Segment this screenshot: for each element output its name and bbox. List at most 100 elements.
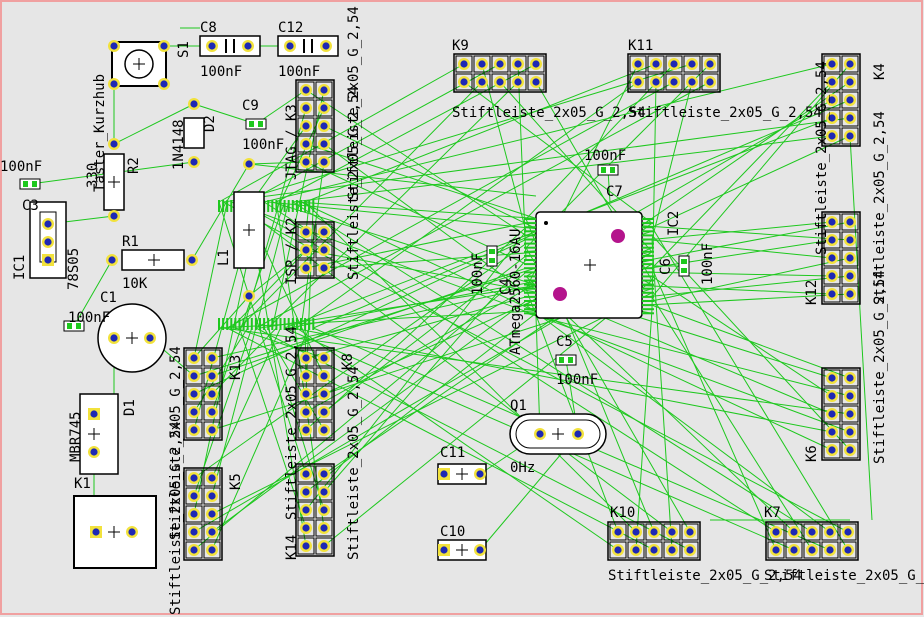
trace-k7 [651, 267, 777, 551]
header-k4-pin-frame [823, 55, 841, 73]
header-k5-pin-drill [208, 492, 216, 500]
label-c8-value: 100nF [200, 64, 242, 80]
header-k6-pin-frame [841, 441, 859, 459]
header-k5-pin-drill [208, 528, 216, 536]
trace-k13 [211, 201, 286, 413]
header-k9-pin-drill [460, 78, 468, 86]
cap-c6-pad [681, 259, 687, 264]
header-k9-pin-frame [509, 73, 527, 91]
label-q1-value: 0Hz [510, 460, 535, 476]
header-k8-pin-frame [297, 421, 315, 439]
ic2-lead [295, 318, 298, 330]
label-ic1-value: 78S05 [66, 248, 82, 290]
header-k6-pin-frame [841, 423, 859, 441]
ic2-lead [263, 318, 266, 330]
ic2-lead [312, 200, 315, 212]
header-k8-pin-drill [302, 372, 310, 380]
label-k14-value: Stiftleiste_2x05_G_2,54 [346, 366, 362, 560]
ic2-lead [300, 200, 302, 212]
header-k2-pin-frame [315, 241, 333, 259]
label-c7-value: 100nF [584, 148, 626, 164]
header-k9-pin-frame [455, 55, 473, 73]
header-k10-pin-drill [632, 528, 640, 536]
header-k5-pin-drill [190, 528, 198, 536]
cap-c7-pad [601, 167, 606, 173]
label-ic2: IC2 [666, 211, 682, 236]
trace-r1-c1 [73, 259, 113, 327]
ic2-lead [226, 200, 229, 212]
header-k13-pin-frame [203, 367, 221, 385]
header-k14-pin-drill [302, 506, 310, 514]
cap-c9-pad [249, 121, 254, 127]
header-k4-pin-frame [823, 73, 841, 91]
header-k14-pin-frame [315, 537, 333, 555]
trace-k10 [525, 288, 619, 533]
header-k10-pin-frame [663, 541, 681, 559]
header-k12-pin-frame [841, 267, 859, 285]
ic2-lead [642, 291, 654, 294]
trace-k10 [304, 201, 637, 533]
header-k11-pin-frame [701, 73, 719, 91]
header-k4-pin-frame [841, 73, 859, 91]
header-k14-pin-frame [315, 501, 333, 519]
header-k5-pin-frame [203, 469, 221, 487]
cap-c9 [245, 118, 267, 130]
header-k11-outline [627, 53, 721, 93]
ic2-lead [642, 246, 654, 249]
header-k2-pin-frame [297, 223, 315, 241]
header-k10-pin-drill [650, 546, 658, 554]
header-k8-pin-frame [315, 349, 333, 367]
header-k3-pin-drill [302, 140, 310, 148]
trace-k11 [226, 81, 675, 329]
trace-vcc [248, 163, 537, 197]
ic2-lead [642, 218, 654, 220]
header-k13-pin-frame [203, 421, 221, 439]
header-k7-pin-frame [803, 523, 821, 541]
header-k7-pin-drill [808, 528, 816, 536]
header-k3-pin-frame [297, 99, 315, 117]
ic2-lead [524, 246, 536, 249]
cap-c12-pad-drill [286, 42, 294, 50]
header-k4-pin-drill [828, 60, 836, 68]
header-k7-pin-drill [772, 546, 780, 554]
header-k9-pin-frame [527, 73, 545, 91]
c1-pad-drill [110, 334, 118, 342]
label-c4: C4 [498, 278, 514, 295]
header-k12-pin-drill [828, 272, 836, 280]
header-k11-pin-drill [706, 60, 714, 68]
trace-k11 [235, 63, 693, 203]
trace-k14 [323, 280, 653, 547]
header-k6-outline [821, 367, 861, 461]
trace-k6 [651, 304, 851, 379]
header-k5-outline [183, 467, 223, 561]
label-k1: K1 [74, 476, 91, 492]
header-k4-pin-frame [841, 91, 859, 109]
ic2-lead [222, 318, 225, 330]
header-k12-pin-frame [823, 213, 841, 231]
header-k10-pin-frame [645, 523, 663, 541]
header-k9-pin-drill [496, 78, 504, 86]
trace-k9 [276, 63, 537, 203]
label-c10: C10 [440, 524, 465, 540]
header-k14-pin-frame [315, 519, 333, 537]
trace-k11 [304, 63, 657, 203]
label-c5-value: 100nF [556, 372, 598, 388]
trace-k9 [218, 63, 465, 203]
crystal-q1-inner [515, 419, 601, 449]
ic2-origin [584, 259, 596, 271]
header-k8-pin-frame [297, 403, 315, 421]
header-k4-pin-drill [828, 114, 836, 122]
trace-k8 [323, 255, 527, 413]
trace-k11 [255, 81, 711, 329]
header-k6-pin-drill [828, 392, 836, 400]
d1-pad-drill [90, 448, 98, 456]
trace-k5 [211, 201, 290, 497]
ic2-lead [271, 318, 274, 330]
ic2-lead [524, 222, 536, 225]
header-k11-pin-frame [647, 73, 665, 91]
trace-k6 [651, 275, 833, 397]
trace-k3 [323, 143, 527, 294]
s1-pad-drill [110, 80, 118, 88]
header-k8-pin-frame [315, 367, 333, 385]
